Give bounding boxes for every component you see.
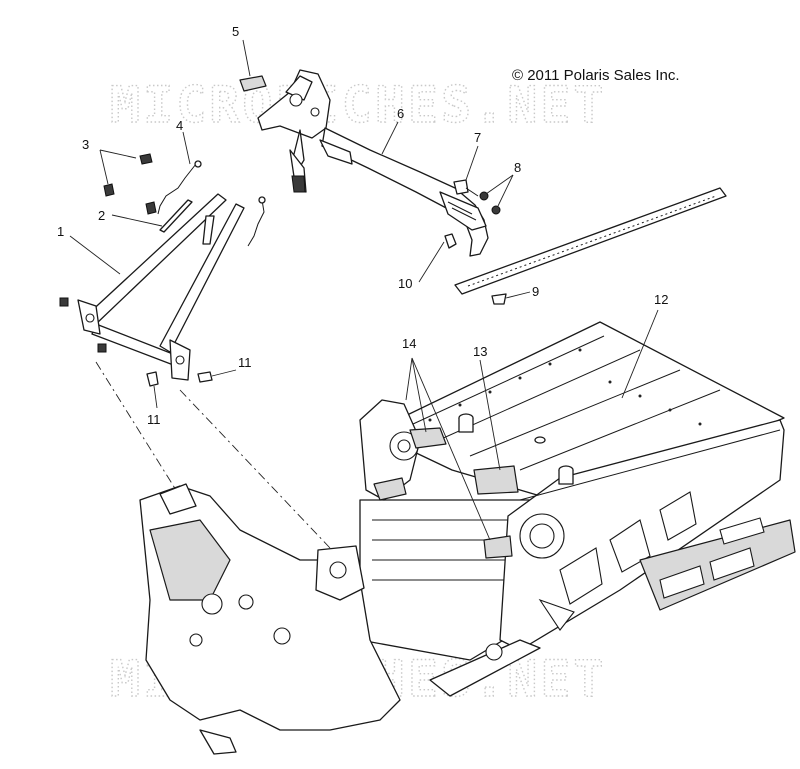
- callout-10: 10: [398, 276, 412, 291]
- callout-14: 14: [402, 336, 416, 351]
- callout-1: 1: [57, 224, 64, 239]
- part-8-nuts: [479, 191, 501, 215]
- part-3-bolts: [103, 153, 157, 215]
- rail-strip: [454, 187, 727, 295]
- watermark-top: MICROFICHES.NET: [110, 76, 607, 134]
- part-10-clip: [444, 233, 457, 249]
- callout-6: 6: [397, 106, 404, 121]
- callout-3: 3: [82, 137, 89, 152]
- leader-lines: [69, 39, 659, 549]
- callout-9: 9: [532, 284, 539, 299]
- callout-12: 12: [654, 292, 668, 307]
- callout-5: 5: [232, 24, 239, 39]
- part-1-front-frame: [59, 193, 245, 381]
- callout-8: 8: [514, 160, 521, 175]
- part-6-steering-post: [257, 69, 489, 257]
- callout-7: 7: [474, 130, 481, 145]
- callouts: 3 4 5 6 7 8 2 1 10 9 12 14 13 11 11: [57, 24, 668, 427]
- copyright-text: © 2011 Polaris Sales Inc.: [512, 67, 680, 84]
- part-11-bolts: [146, 371, 213, 387]
- tunnel-rivets: [428, 348, 702, 426]
- part-7-bolt: [453, 179, 479, 197]
- callout-2: 2: [98, 208, 105, 223]
- callout-11-left: 11: [147, 412, 161, 427]
- part-4-cable: [157, 160, 266, 247]
- chassis: [139, 321, 796, 755]
- part-9-fastener: [491, 293, 507, 305]
- callout-4: 4: [176, 118, 183, 133]
- part-5-decal: [239, 75, 267, 92]
- callout-13: 13: [473, 344, 487, 359]
- part-2-rod: [159, 199, 193, 233]
- callout-11-right: 11: [238, 355, 252, 370]
